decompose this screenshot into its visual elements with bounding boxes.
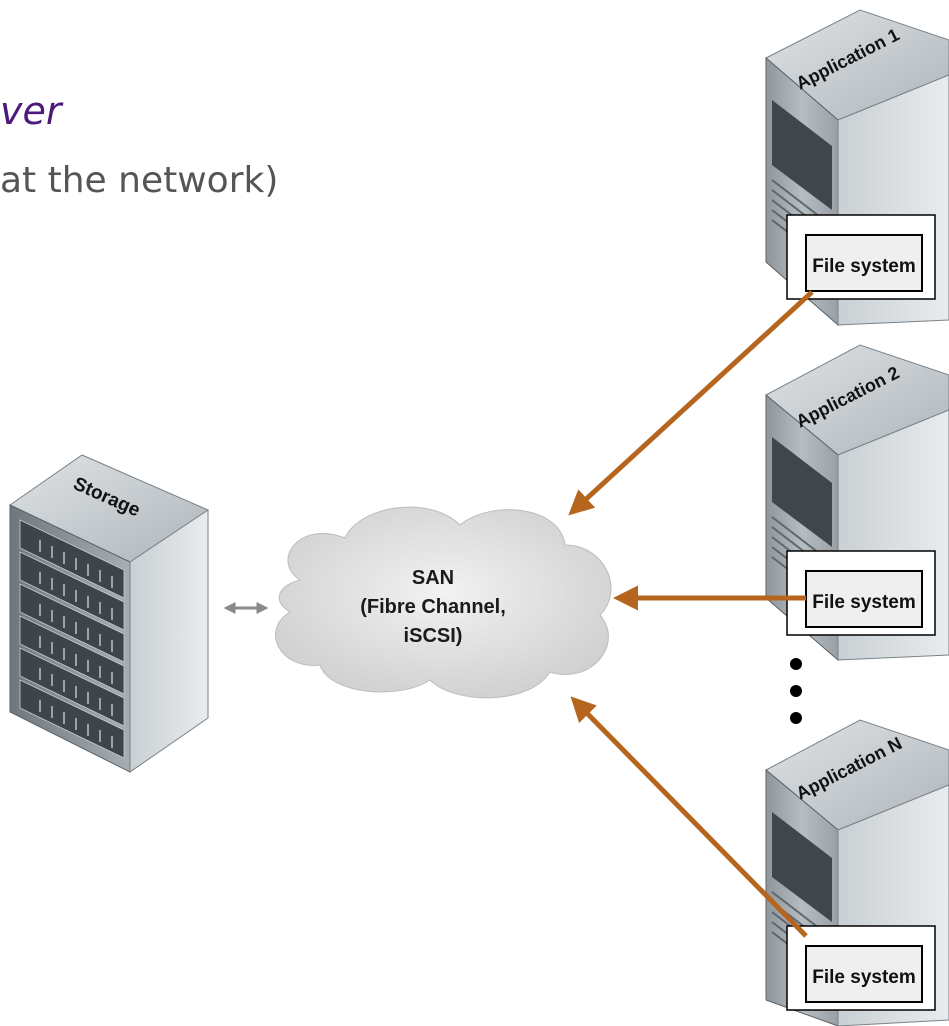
connection-arrow-1	[568, 290, 814, 516]
ellipsis-dots-icon	[790, 658, 802, 724]
slide-subtitle-fragment: at the network)	[0, 160, 279, 201]
network-cloud-icon: SAN (Fibre Channel, iSCSI)	[275, 506, 612, 699]
file-system-box: File system	[786, 214, 936, 300]
slide-title-fragment: ver	[0, 89, 62, 133]
file-system-label: File system	[812, 592, 916, 613]
file-system-label: File system	[812, 967, 916, 988]
file-system-label: File system	[812, 256, 916, 277]
storage-rack-icon: Storage	[9, 454, 210, 773]
file-system-box: File system	[786, 550, 936, 636]
san-label-line2: (Fibre Channel,	[360, 596, 506, 618]
san-label-line1: SAN	[412, 567, 454, 589]
connection-arrow-n	[570, 696, 808, 938]
san-label-line3: iSCSI)	[404, 625, 463, 647]
file-system-box: File system	[786, 925, 936, 1011]
